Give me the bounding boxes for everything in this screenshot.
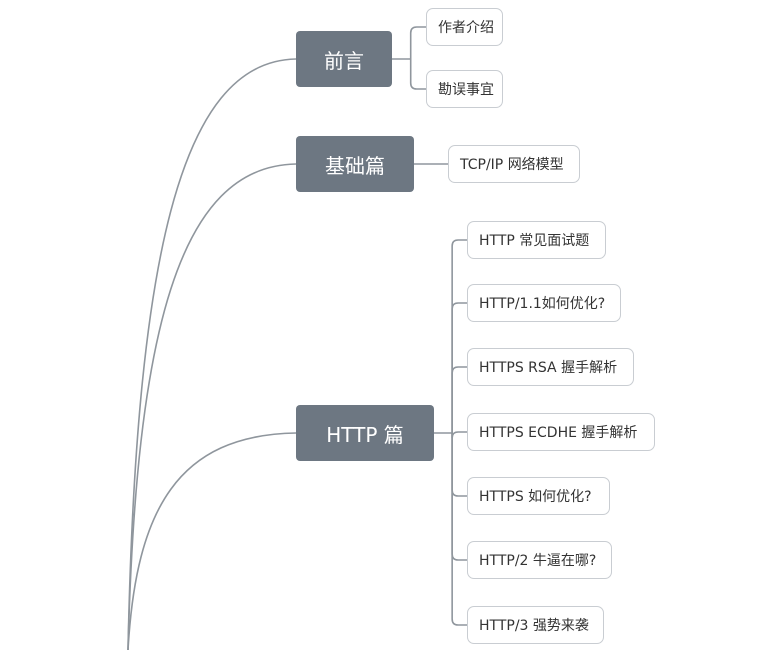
- branch-line-1: [127, 163, 297, 650]
- leaf-node-https-optimize[interactable]: HTTPS 如何优化?: [467, 477, 610, 515]
- branch-line-0: [127, 58, 297, 650]
- connector-2-3: [451, 431, 467, 439]
- leaf-node-https-rsa[interactable]: HTTPS RSA 握手解析: [467, 348, 634, 386]
- category-node-basics[interactable]: 基础篇: [296, 136, 414, 192]
- connector-2-0: [451, 239, 467, 433]
- leaf-node-tcpip-model[interactable]: TCP/IP 网络模型: [448, 145, 580, 183]
- leaf-node-http-interview[interactable]: HTTP 常见面试题: [467, 221, 606, 259]
- leaf-node-http11-optimize[interactable]: HTTP/1.1如何优化?: [467, 284, 621, 322]
- leaf-node-http2[interactable]: HTTP/2 牛逼在哪?: [467, 541, 612, 579]
- leaf-node-http3[interactable]: HTTP/3 强势来袭: [467, 606, 604, 644]
- connector-2-1: [451, 302, 467, 433]
- leaf-node-errata[interactable]: 勘误事宜: [426, 70, 503, 108]
- connector-2-2: [451, 366, 467, 433]
- connector-0-0: [409, 26, 426, 59]
- category-node-http[interactable]: HTTP 篇: [296, 405, 434, 461]
- leaf-node-https-ecdhe[interactable]: HTTPS ECDHE 握手解析: [467, 413, 655, 451]
- connector-0-1: [409, 59, 426, 90]
- category-node-preface[interactable]: 前言: [296, 31, 392, 87]
- leaf-node-author-intro[interactable]: 作者介绍: [426, 8, 503, 46]
- branch-line-2: [127, 432, 297, 650]
- connector-2-4: [451, 433, 467, 497]
- connector-2-6: [451, 433, 467, 626]
